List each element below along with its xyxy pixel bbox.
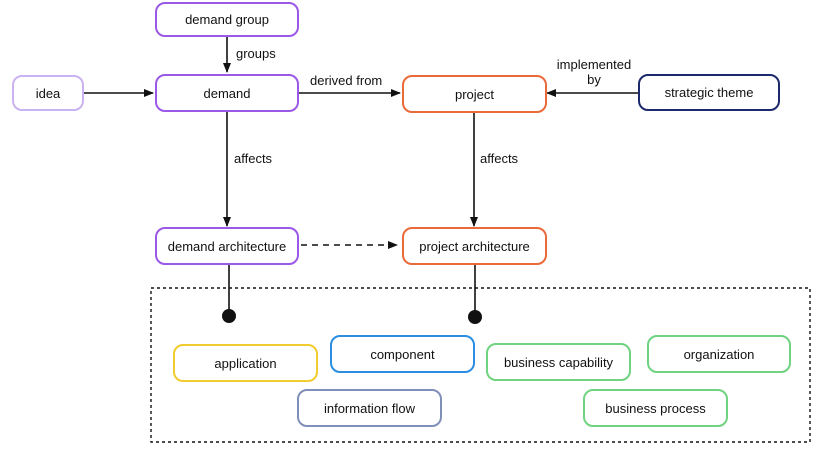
label-implemented-by-line1: implemented xyxy=(556,57,632,72)
node-project-architecture[interactable]: project architecture xyxy=(402,227,547,265)
architecture-elements-container xyxy=(150,287,811,443)
label-implemented-by: implemented by xyxy=(552,57,636,87)
label-groups: groups xyxy=(236,46,276,61)
label-derived-from: derived from xyxy=(310,73,383,88)
node-component[interactable]: component xyxy=(330,335,475,373)
node-demand-architecture[interactable]: demand architecture xyxy=(155,227,299,265)
node-demand[interactable]: demand xyxy=(155,74,299,112)
node-demand-group[interactable]: demand group xyxy=(155,2,299,37)
connector-project-architecture-ball xyxy=(468,310,482,324)
node-organization[interactable]: organization xyxy=(647,335,791,373)
connector-demand-architecture-ball xyxy=(222,309,236,323)
node-idea[interactable]: idea xyxy=(12,75,84,111)
node-business-process[interactable]: business process xyxy=(583,389,728,427)
node-project[interactable]: project xyxy=(402,75,547,113)
node-information-flow[interactable]: information flow xyxy=(297,389,442,427)
label-affects-project: affects xyxy=(480,151,519,166)
node-application[interactable]: application xyxy=(173,344,318,382)
label-implemented-by-line2: by xyxy=(587,72,601,87)
node-business-capability[interactable]: business capability xyxy=(486,343,631,381)
node-strategic-theme[interactable]: strategic theme xyxy=(638,74,780,111)
label-affects-demand: affects xyxy=(234,151,273,166)
